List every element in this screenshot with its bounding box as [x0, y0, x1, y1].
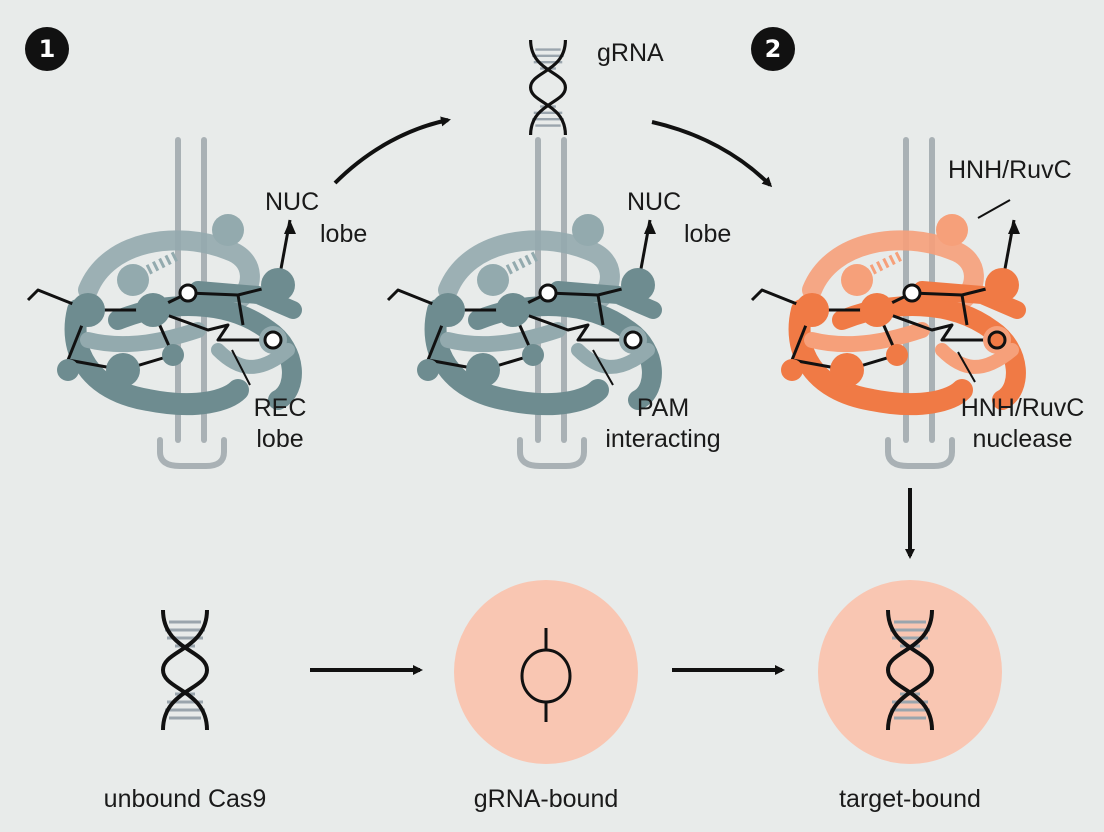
grna-helix-icon	[528, 38, 568, 137]
cas9-protein-icon-unbound	[26, 140, 298, 466]
nuc-lobe-label-1a: NUC	[265, 188, 320, 216]
target-bound-circle	[818, 580, 1002, 764]
arrow-grna-to-panel3	[651, 120, 773, 188]
pam-label-b: interacting	[605, 425, 721, 453]
arrow-panel1-to-grna	[333, 116, 451, 185]
state-unbound-caption: unbound Cas9	[103, 785, 267, 813]
rec-lobe-label-1a: REC	[253, 394, 307, 422]
step-2-badge: 2	[751, 27, 795, 71]
nuc-lobe-label-2b: lobe	[684, 220, 732, 248]
nuc-lobe-label-2a: NUC	[627, 188, 682, 216]
state-target-bound-caption: target-bound	[839, 785, 981, 813]
hnh-ruvc-nuclease-label-b: nuclease	[972, 425, 1073, 453]
nuc-lobe-label-1b: lobe	[320, 220, 368, 248]
pam-label-a: PAM	[636, 394, 690, 422]
grna-label: gRNA	[597, 39, 664, 67]
step-1-badge: 1	[25, 27, 69, 71]
dna-helix-icon-unbound	[163, 610, 207, 730]
cas9-protein-icon-grna	[386, 140, 658, 466]
grna-bound-circle	[454, 580, 638, 764]
state-grna-bound-caption: gRNA-bound	[473, 785, 619, 813]
rec-lobe-label-1b: lobe	[256, 425, 304, 453]
hnh-ruvc-nuclease-label-a: HNH/RuvC	[960, 394, 1085, 422]
hnh-ruvc-top-label: HNH/RuvC	[948, 156, 1072, 184]
cas9-protein-icon-active	[750, 140, 1022, 466]
